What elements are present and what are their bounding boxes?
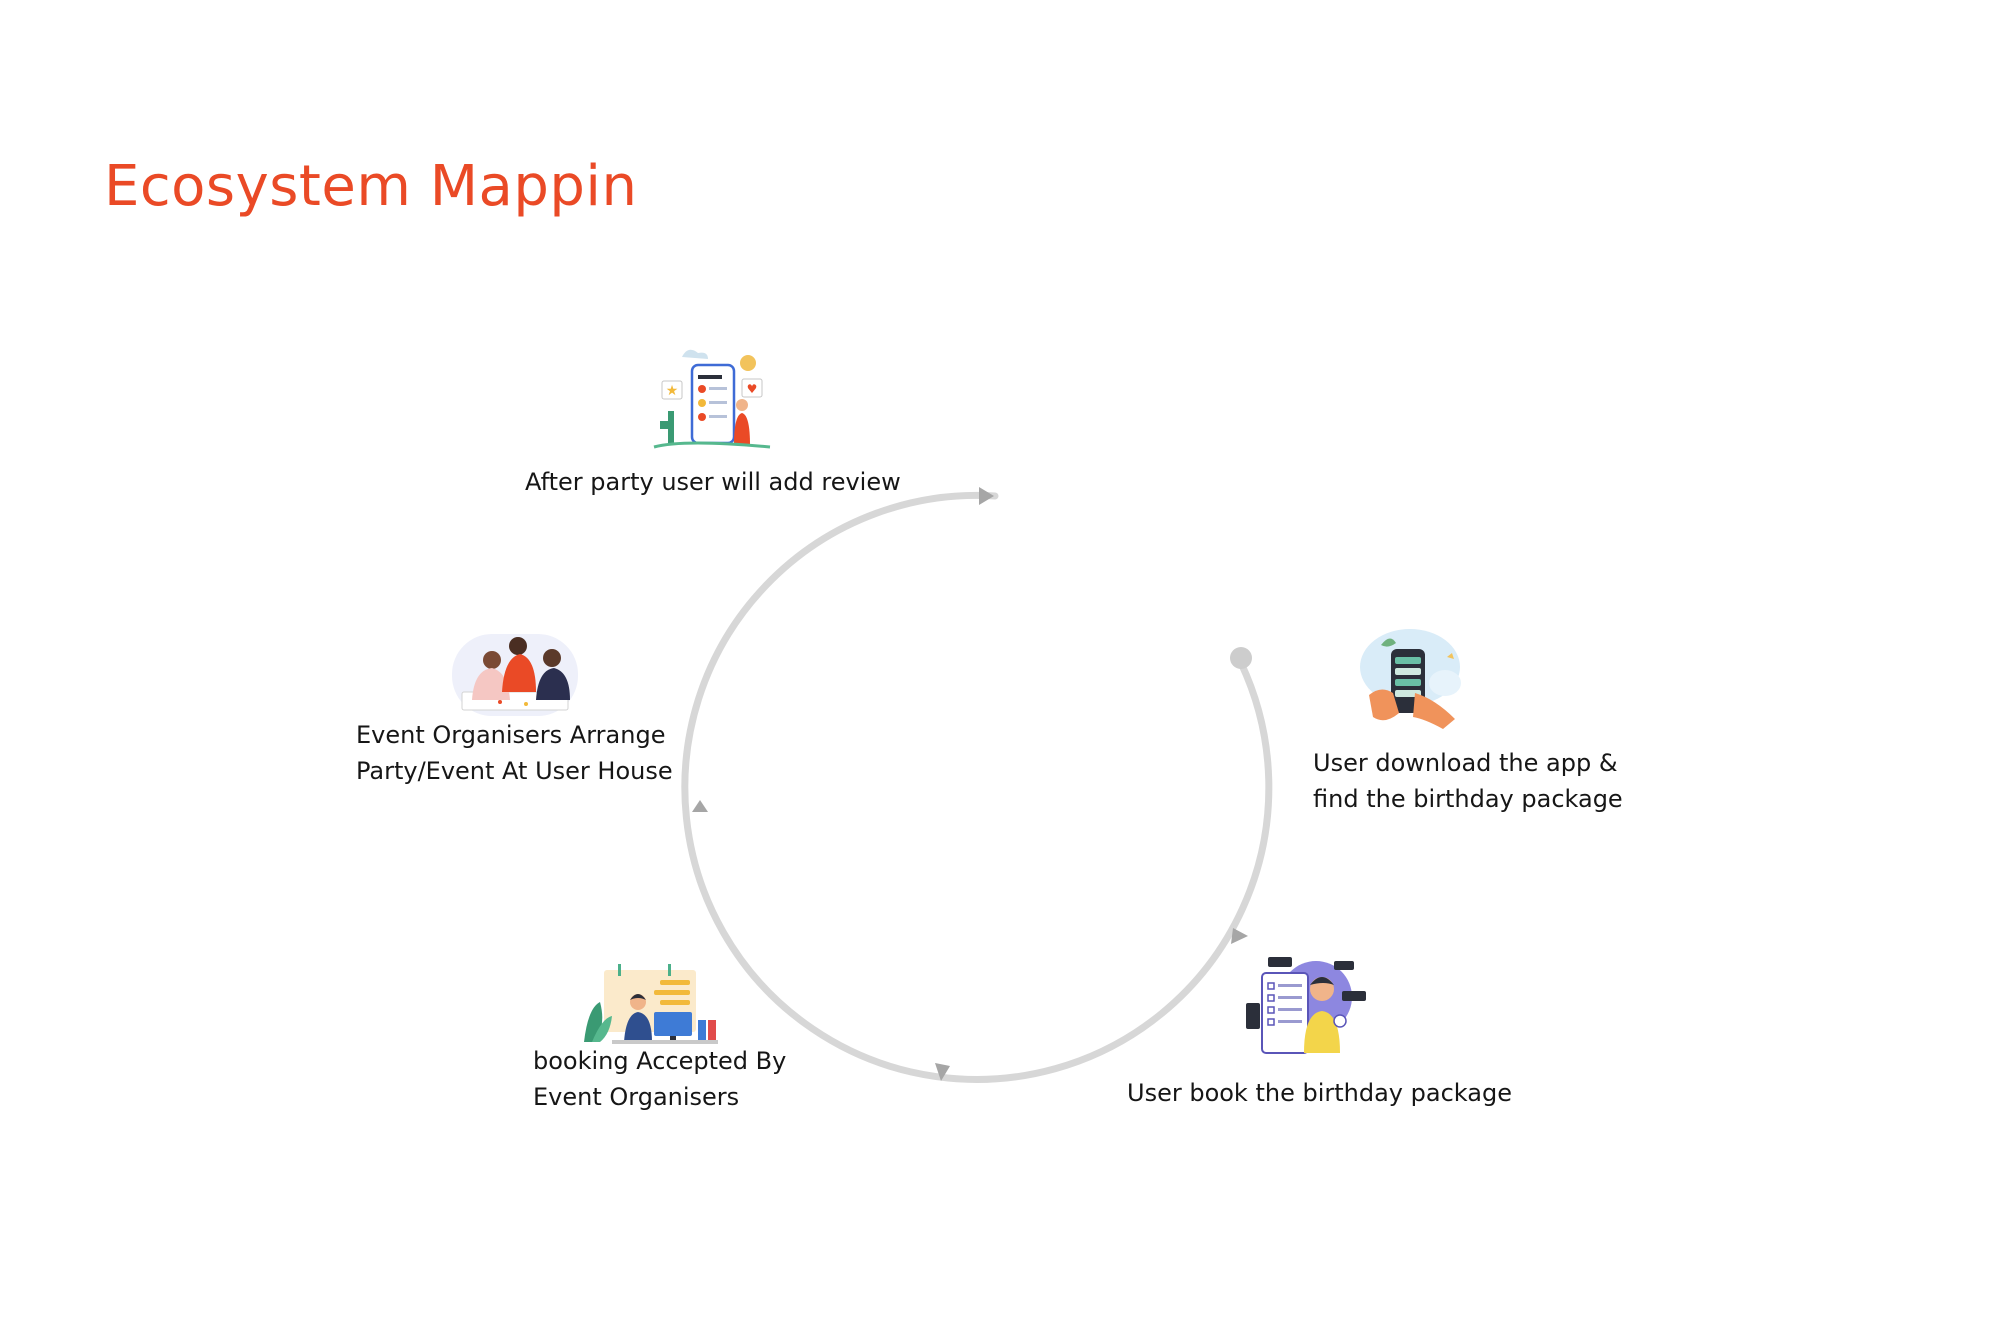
cycle-arc — [685, 495, 1269, 1079]
booking-checklist-icon — [1238, 955, 1383, 1060]
desk-worker-calendar-icon — [582, 962, 727, 1047]
svg-text:♥: ♥ — [747, 382, 758, 396]
reviews-phone-icon: ★ ♥ — [650, 345, 775, 455]
arrow-head — [692, 800, 708, 812]
arrow-head — [1231, 928, 1248, 944]
svg-text:★: ★ — [666, 383, 679, 399]
step-label-book: User book the birthday package — [1127, 1075, 1512, 1111]
step-label-download: User download the app &find the birthday… — [1313, 745, 1623, 817]
team-planning-icon — [448, 630, 583, 720]
step-label-review: After party user will add review — [525, 464, 901, 500]
phone-in-hand-icon — [1355, 623, 1465, 733]
arrow-head — [979, 487, 994, 505]
cycle-start-dot — [1230, 647, 1252, 669]
